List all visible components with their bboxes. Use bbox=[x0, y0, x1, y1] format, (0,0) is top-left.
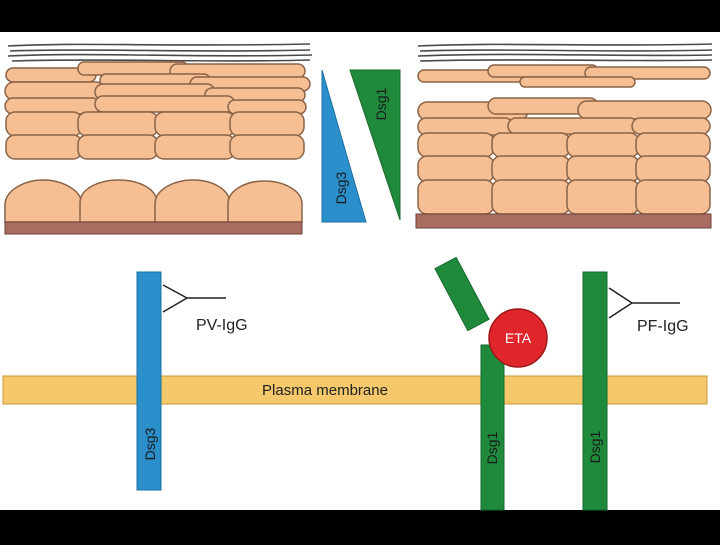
left-epidermis bbox=[4, 43, 313, 235]
dsg3-wedge: Dsg3 bbox=[321, 69, 367, 223]
dsg1-bar-pf-label: Dsg1 bbox=[587, 430, 603, 463]
eta-label: ETA bbox=[505, 330, 532, 346]
right-epidermis bbox=[415, 43, 713, 229]
dsg1-bar-eta: Dsg1 bbox=[480, 344, 505, 511]
top-letterbox bbox=[0, 0, 720, 32]
bottom-letterbox bbox=[0, 510, 720, 540]
right-basement-membrane bbox=[415, 213, 712, 229]
eta-toxin: ETA bbox=[488, 308, 548, 368]
left-basement-membrane bbox=[4, 221, 303, 235]
pv-igg-antibody bbox=[162, 284, 226, 313]
left-keratinocytes bbox=[4, 61, 311, 160]
pv-igg-label: PV-IgG bbox=[196, 317, 248, 334]
dsg3-bar: Dsg3 bbox=[136, 271, 162, 491]
dsg1-cleaved-fragment bbox=[434, 256, 490, 332]
pf-igg-antibody bbox=[608, 287, 680, 319]
dsg1-bar-pf: Dsg1 bbox=[582, 271, 608, 511]
plasma-membrane-label: Plasma membrane bbox=[262, 382, 388, 399]
left-stratum-corneum-lines bbox=[7, 43, 313, 62]
dsg1-bar-eta-label: Dsg1 bbox=[484, 431, 500, 464]
right-upper-keratinocytes bbox=[417, 64, 711, 88]
dsg1-wedge: Dsg1 bbox=[349, 69, 401, 221]
dsg3-bar-label: Dsg3 bbox=[142, 427, 158, 460]
pf-igg-label: PF-IgG bbox=[637, 318, 689, 335]
left-basal-cells bbox=[4, 179, 303, 223]
dsg1-wedge-label: Dsg1 bbox=[373, 87, 389, 120]
dsg3-wedge-label: Dsg3 bbox=[333, 171, 349, 204]
right-stratum-corneum-lines bbox=[417, 43, 713, 62]
